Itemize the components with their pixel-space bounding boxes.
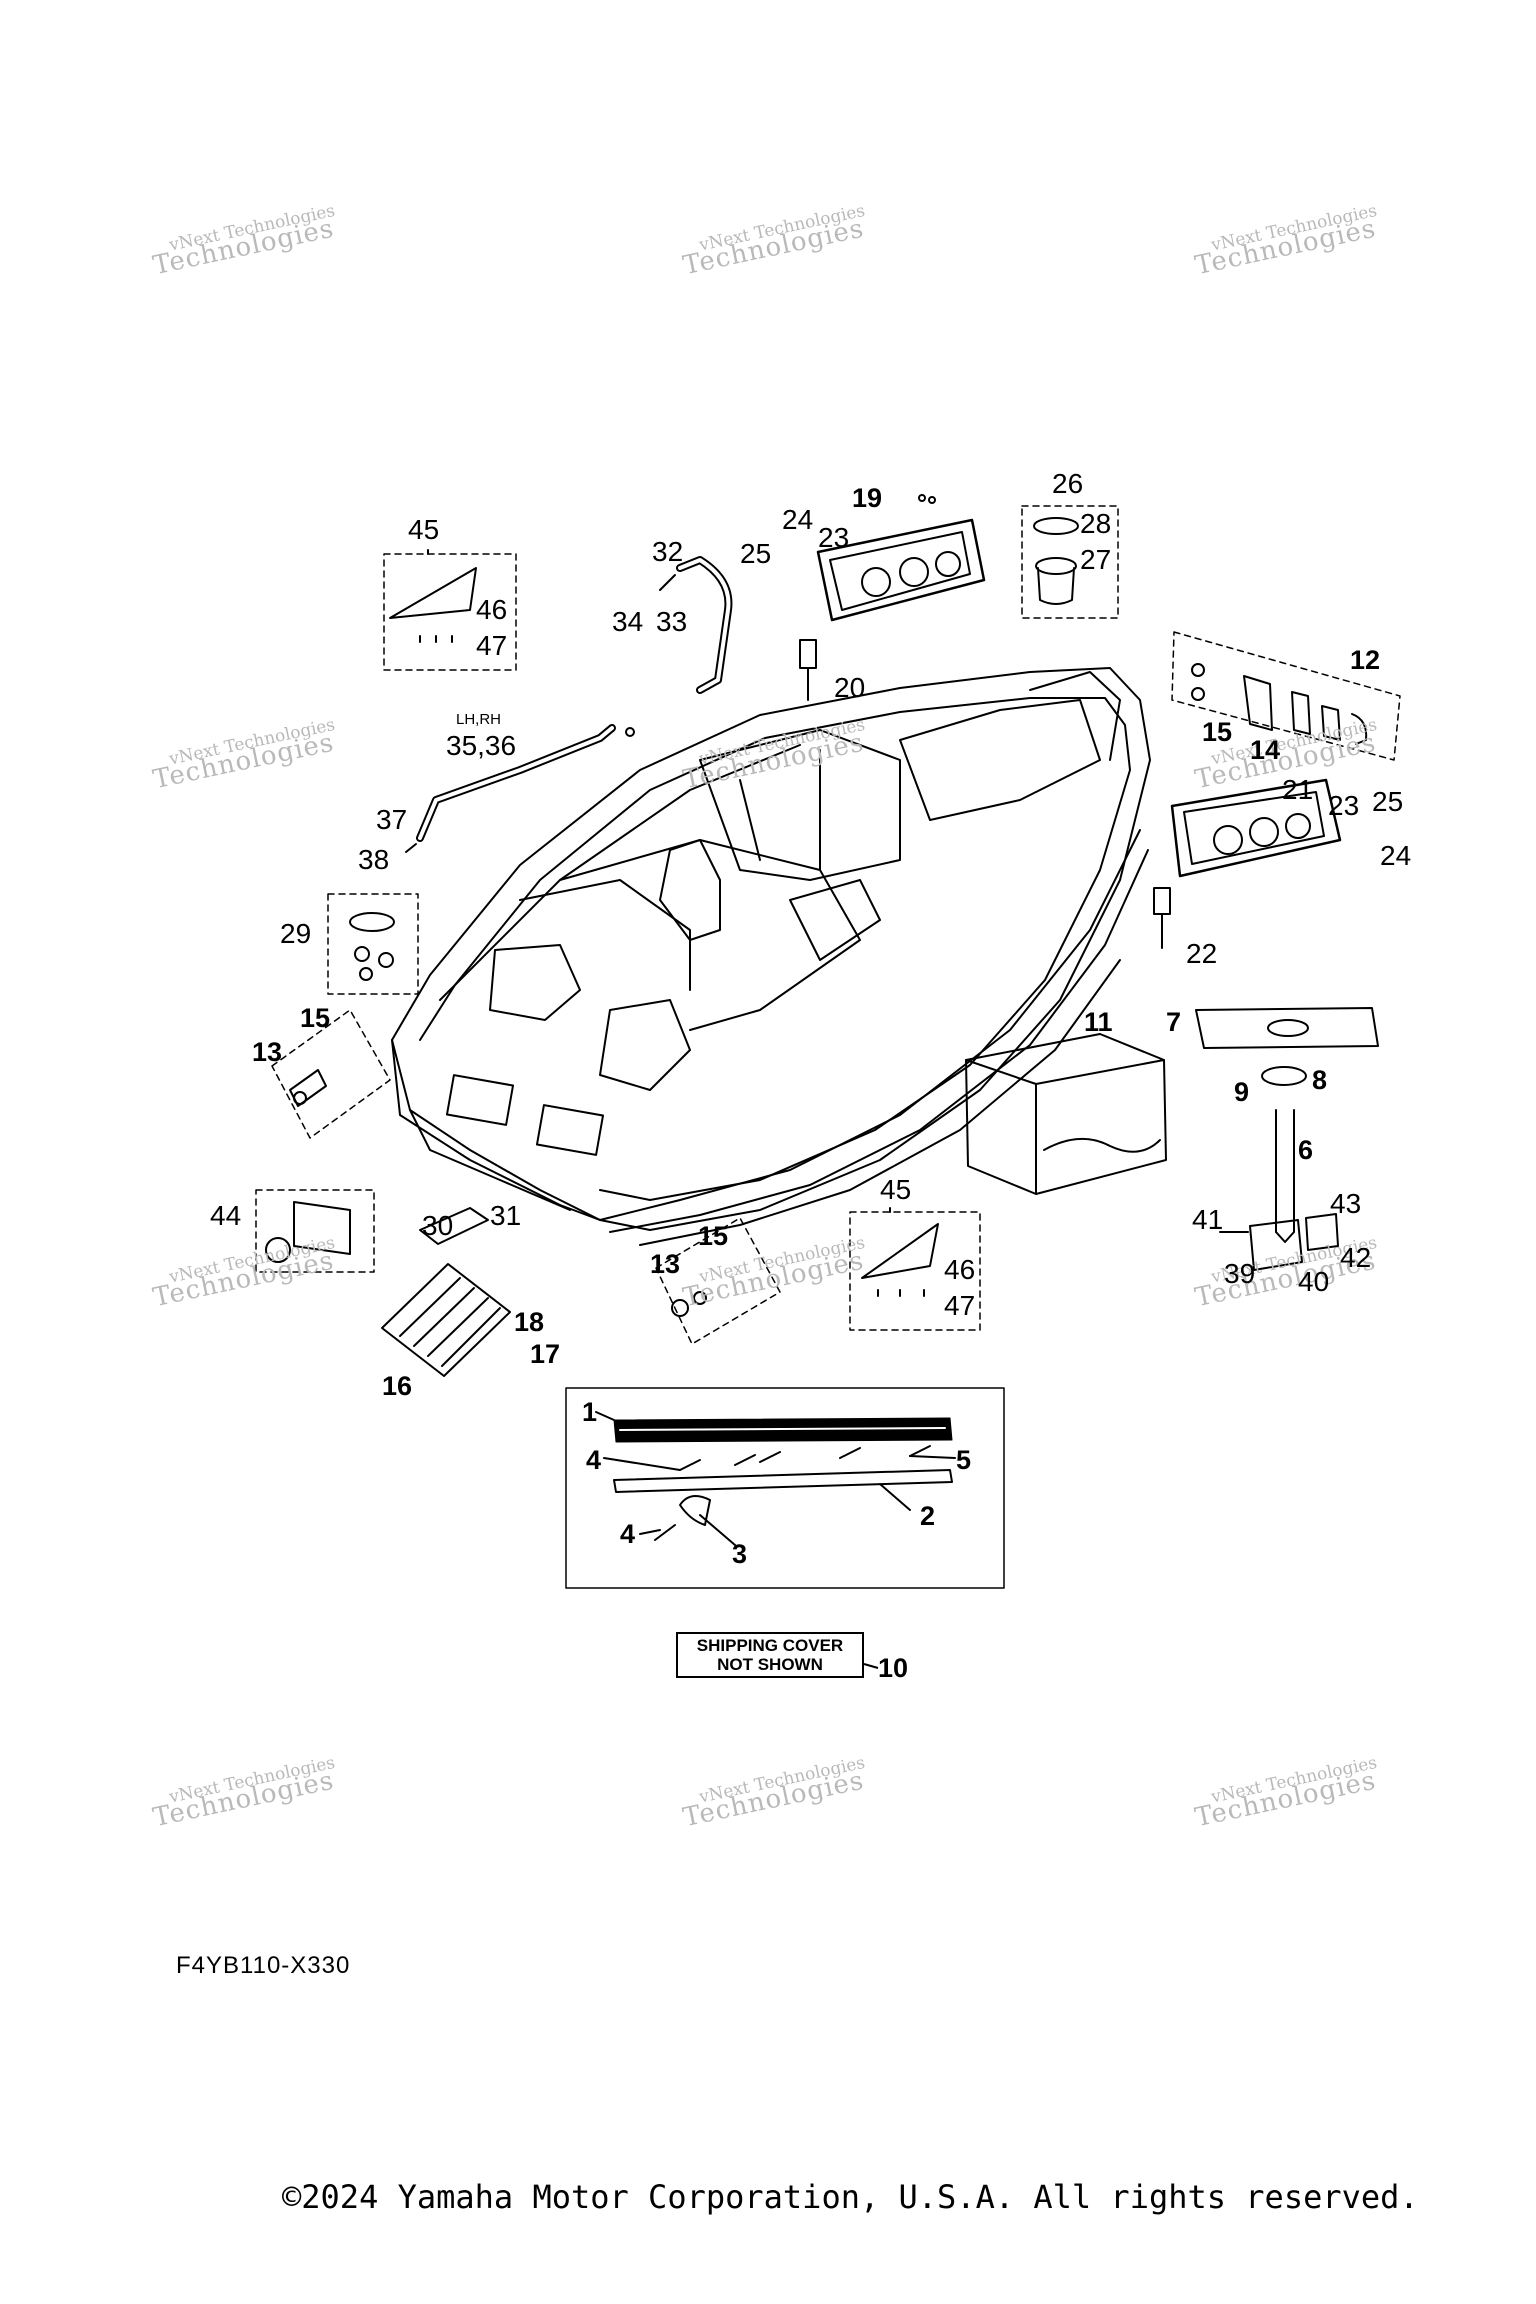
callout-31: 31: [490, 1200, 522, 1231]
callout-16: 16: [382, 1371, 413, 1401]
callout-41: 41: [1192, 1204, 1224, 1235]
callout-39: 39: [1224, 1258, 1256, 1289]
boat-hull-illustration: [391, 667, 1151, 1246]
callout-46: 46: [944, 1254, 976, 1285]
callout-15: 15: [300, 1003, 331, 1033]
part-29-box: [327, 893, 419, 995]
shipping-cover-line1: SHIPPING COVER: [696, 1636, 844, 1655]
part-45-box-a: [383, 553, 517, 671]
callout-7: 7: [1166, 1007, 1182, 1037]
part-26-box: [1021, 505, 1119, 619]
callout-5: 5: [956, 1445, 972, 1475]
shipping-cover-note: SHIPPING COVER NOT SHOWN: [676, 1632, 864, 1678]
callout-45: 45: [880, 1174, 912, 1205]
callout-17: 17: [530, 1339, 561, 1369]
diagram-code: F4YB110-X330: [176, 1952, 351, 1979]
callout-47: 47: [944, 1290, 976, 1321]
callout-46: 46: [476, 594, 508, 625]
part-13-box-b: [655, 1217, 781, 1345]
callout-19: 19: [852, 483, 883, 513]
callout-11: 11: [1084, 1007, 1113, 1037]
callout-12: 12: [1350, 645, 1381, 675]
callout-29: 29: [280, 918, 312, 949]
callout-4: 4: [586, 1445, 602, 1475]
callout-21: 21: [1282, 774, 1314, 805]
callout-8: 8: [1312, 1065, 1328, 1095]
callout-14: 14: [1250, 735, 1281, 765]
callout-25: 25: [740, 538, 772, 569]
callout-43: 43: [1330, 1188, 1362, 1219]
callout-27: 27: [1080, 544, 1112, 575]
callout-9: 9: [1234, 1077, 1250, 1107]
part-12-box: [1171, 631, 1401, 761]
callout-38: 38: [358, 844, 390, 875]
callout-22: 22: [1186, 938, 1218, 969]
callout-4: 4: [620, 1519, 636, 1549]
callout-25: 25: [1372, 786, 1404, 817]
callout-15: 15: [698, 1221, 729, 1251]
callout-40: 40: [1298, 1266, 1330, 1297]
callout-28: 28: [1080, 508, 1112, 539]
callout-26: 26: [1052, 468, 1084, 499]
callout-32: 32: [652, 536, 684, 567]
callout-42: 42: [1340, 1242, 1372, 1273]
callout-20: 20: [834, 672, 866, 703]
part-45-box-b: [849, 1211, 981, 1331]
side-label: LH,RH: [456, 711, 502, 728]
callout-2: 2: [920, 1501, 936, 1531]
callout-24: 24: [782, 504, 814, 535]
callout-3: 3: [732, 1539, 748, 1569]
callout-6: 6: [1298, 1135, 1314, 1165]
callout-30: 30: [422, 1210, 454, 1241]
part-44-box: [255, 1189, 375, 1273]
swim-platform-box: [565, 1387, 1005, 1589]
part-13-box-a: [271, 1009, 391, 1139]
callout-23: 23: [818, 522, 850, 553]
callout-47: 47: [476, 630, 508, 661]
callout-33: 33: [656, 606, 688, 637]
callout-24: 24: [1380, 840, 1412, 871]
swim-platform-illustration: [613, 1417, 953, 1541]
callout-35-36: 35,36: [446, 730, 517, 761]
callout-44: 44: [210, 1200, 242, 1231]
callout-23: 23: [1328, 790, 1360, 821]
shipping-cover-line2: NOT SHOWN: [717, 1655, 823, 1674]
callout-15: 15: [1202, 717, 1233, 747]
callout-34: 34: [612, 606, 644, 637]
copyright-notice: ©2024 Yamaha Motor Corporation, U.S.A. A…: [282, 2178, 1419, 2216]
callout-37: 37: [376, 804, 408, 835]
callout-10: 10: [878, 1653, 909, 1683]
callout-1: 1: [582, 1397, 598, 1427]
callout-13: 13: [650, 1249, 681, 1279]
callout-45: 45: [408, 514, 440, 545]
callout-13: 13: [252, 1037, 283, 1067]
callout-18: 18: [514, 1307, 545, 1337]
